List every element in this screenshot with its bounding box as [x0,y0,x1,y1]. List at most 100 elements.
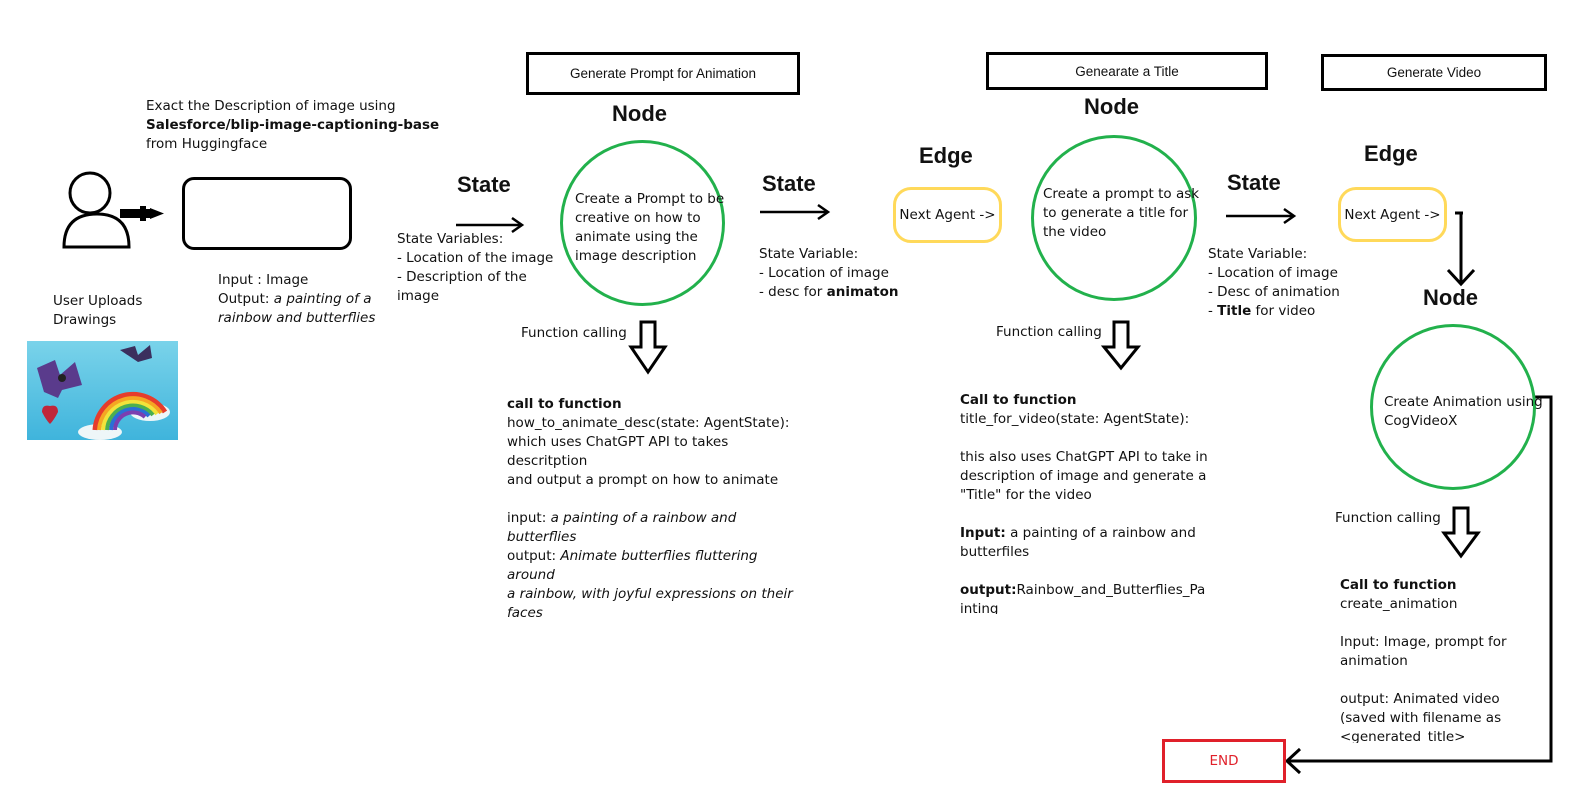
node1-call-block: call to function how_to_animate_desc(sta… [507,395,807,623]
state2-var-2: - desc for animaton [759,283,899,302]
node3-call-header: Call to function [1340,577,1457,593]
node2-output-value: inting [960,601,999,614]
node1-text-line: creative on how to [575,210,701,226]
arrow-right-3 [1226,207,1297,225]
edge1-pill-label: Next Agent -> [899,207,996,223]
node1-call-line: how_to_animate_desc(state: AgentState): [507,415,790,431]
node3-input-line: animation [1340,653,1408,669]
node1-title: Node [612,101,667,126]
node2-output: output:Rainbow_and_Butterflies_Pa [960,581,1210,600]
node2-input-value: butterfiles [960,544,1030,560]
node3-text-line: Create Animation using [1384,394,1543,410]
state1-var-3: image [397,288,440,304]
extract-model-name: Salesforce/blip-image-captioning-base [146,117,440,133]
state1-var-2: - Description of the [397,269,527,285]
node1-output-label: output: [507,548,557,564]
node1-text-line: animate using the [575,229,698,245]
end-label: END [1209,753,1239,769]
edge2-pill-label: Next Agent -> [1344,206,1441,223]
node2-call-line: title_for_video(state: AgentState): [960,411,1190,427]
io-output-label: Output: [218,291,270,307]
state3-var-3-bold: Title [1217,303,1252,319]
node3-header-label: Generate Video [1386,65,1482,80]
node2-text-line: Create a prompt to ask [1043,186,1200,202]
node2-desc-line: description of image and generate a [960,468,1207,484]
node1-header-label: Generate Prompt for Animation [569,66,757,81]
io-output-value-line1: a painting of a [273,291,372,307]
node2-function-calling: Function calling [996,324,1102,340]
end-box: END [1162,739,1286,783]
node3-header-box: Generate Video [1321,54,1547,91]
node3-call-line: create_animation [1340,596,1458,612]
node2-call-header: Call to function [960,392,1077,408]
node1-output-value: a rainbow, with joyful expressions on th… [507,586,793,602]
user-label-line2: Drawings [53,312,117,328]
node1-call-header: call to function [507,396,622,412]
node3-text-line: CogVideoX [1384,413,1458,429]
io-input-label: Input : Image [218,272,309,288]
node2-desc-line: "Title" for the video [960,487,1092,503]
uploaded-drawing-image [27,341,178,440]
node2-input: Input: a painting of a rainbow and [960,524,1210,543]
node3-title: Node [1423,285,1478,310]
state3-title: State [1227,170,1281,195]
extract-line3: from Huggingface [146,136,268,152]
node2-title: Node [1084,94,1139,119]
node2-text-line: the video [1043,224,1107,240]
user-icon [62,171,131,249]
edge1-pill: Next Agent -> [893,187,1002,243]
node2-header-box: Genearate a Title [986,52,1268,90]
arrow-right-1 [456,216,525,234]
node2-text: Create a prompt to ask to generate a tit… [1043,185,1199,242]
node2-circle [1031,135,1197,301]
node1-output-value: faces [507,605,543,621]
node1-call-line: and output a prompt on how to animate [507,472,779,488]
state2-var-2-prefix: - desc for [759,284,827,300]
down-arrow-hollow-3 [1441,506,1481,559]
io-output: Output: a painting of a [218,290,372,309]
state3-var-2: - Desc of animation [1208,284,1340,300]
node3-circle [1370,324,1536,490]
state3-var-3: - Title for video [1208,302,1315,321]
node2-call-block: Call to function title_for_video(state: … [960,391,1210,614]
node1-output-value: Animate butterflies fluttering around [507,548,758,583]
state2-title: State [762,171,816,196]
node2-output-value: Rainbow_and_Butterflies_Pa [1016,582,1206,598]
extract-line1: Exact the Description of image using [146,98,396,114]
node3-call-block: Call to function create_animation Input:… [1340,576,1530,743]
io-output-value-line2-text: rainbow and butterflies [218,310,376,326]
pen-icon [120,206,164,221]
arrow-down-edge-to-node [1446,211,1476,287]
state2-vars-header: State Variable: [759,246,859,262]
node3-output-line: <generated_title> [1340,729,1466,743]
node1-text-line: image description [575,248,697,264]
state3-var-1: - Location of image [1208,265,1338,281]
node1-input: input: a painting of a rainbow and butte… [507,509,807,547]
node1-function-calling: Function calling [521,325,627,341]
node3-output-line: output: Animated video [1340,691,1500,707]
node1-text: Create a Prompt to be creative on how to… [575,190,724,266]
node1-header-box: Generate Prompt for Animation [526,52,800,95]
node1-text-line: Create a Prompt to be [575,191,725,207]
state3-var-3-prefix: - [1208,303,1218,319]
node3-function-calling: Function calling [1335,510,1441,526]
node2-input-label: Input: [960,525,1006,541]
state3-vars-header: State Variable: [1208,246,1308,262]
io-output-value-line2: rainbow and butterflies [218,309,375,328]
state2-var-1: - Location of image [759,265,889,281]
state1-vars-header: State Variables: [397,231,504,247]
node2-text-line: to generate a title for [1043,205,1189,221]
node1-call-line: which uses ChatGPT API to takes descritp… [507,434,729,469]
node1-output: output: Animate butterflies fluttering a… [507,547,807,585]
arrow-to-end [1284,395,1553,775]
state1-var-1: - Location of the image [397,250,554,266]
state3-var-3-suffix: for video [1251,303,1316,319]
arrow-right-2 [760,203,831,221]
down-arrow-hollow-2 [1100,320,1142,371]
node2-desc-line: this also uses ChatGPT API to take in [960,449,1208,465]
node3-output-line: (saved with filename as [1340,710,1502,726]
node1-input-label: input: [507,510,547,526]
state1-title: State [457,172,511,197]
node3-text: Create Animation using CogVideoX [1384,393,1543,431]
